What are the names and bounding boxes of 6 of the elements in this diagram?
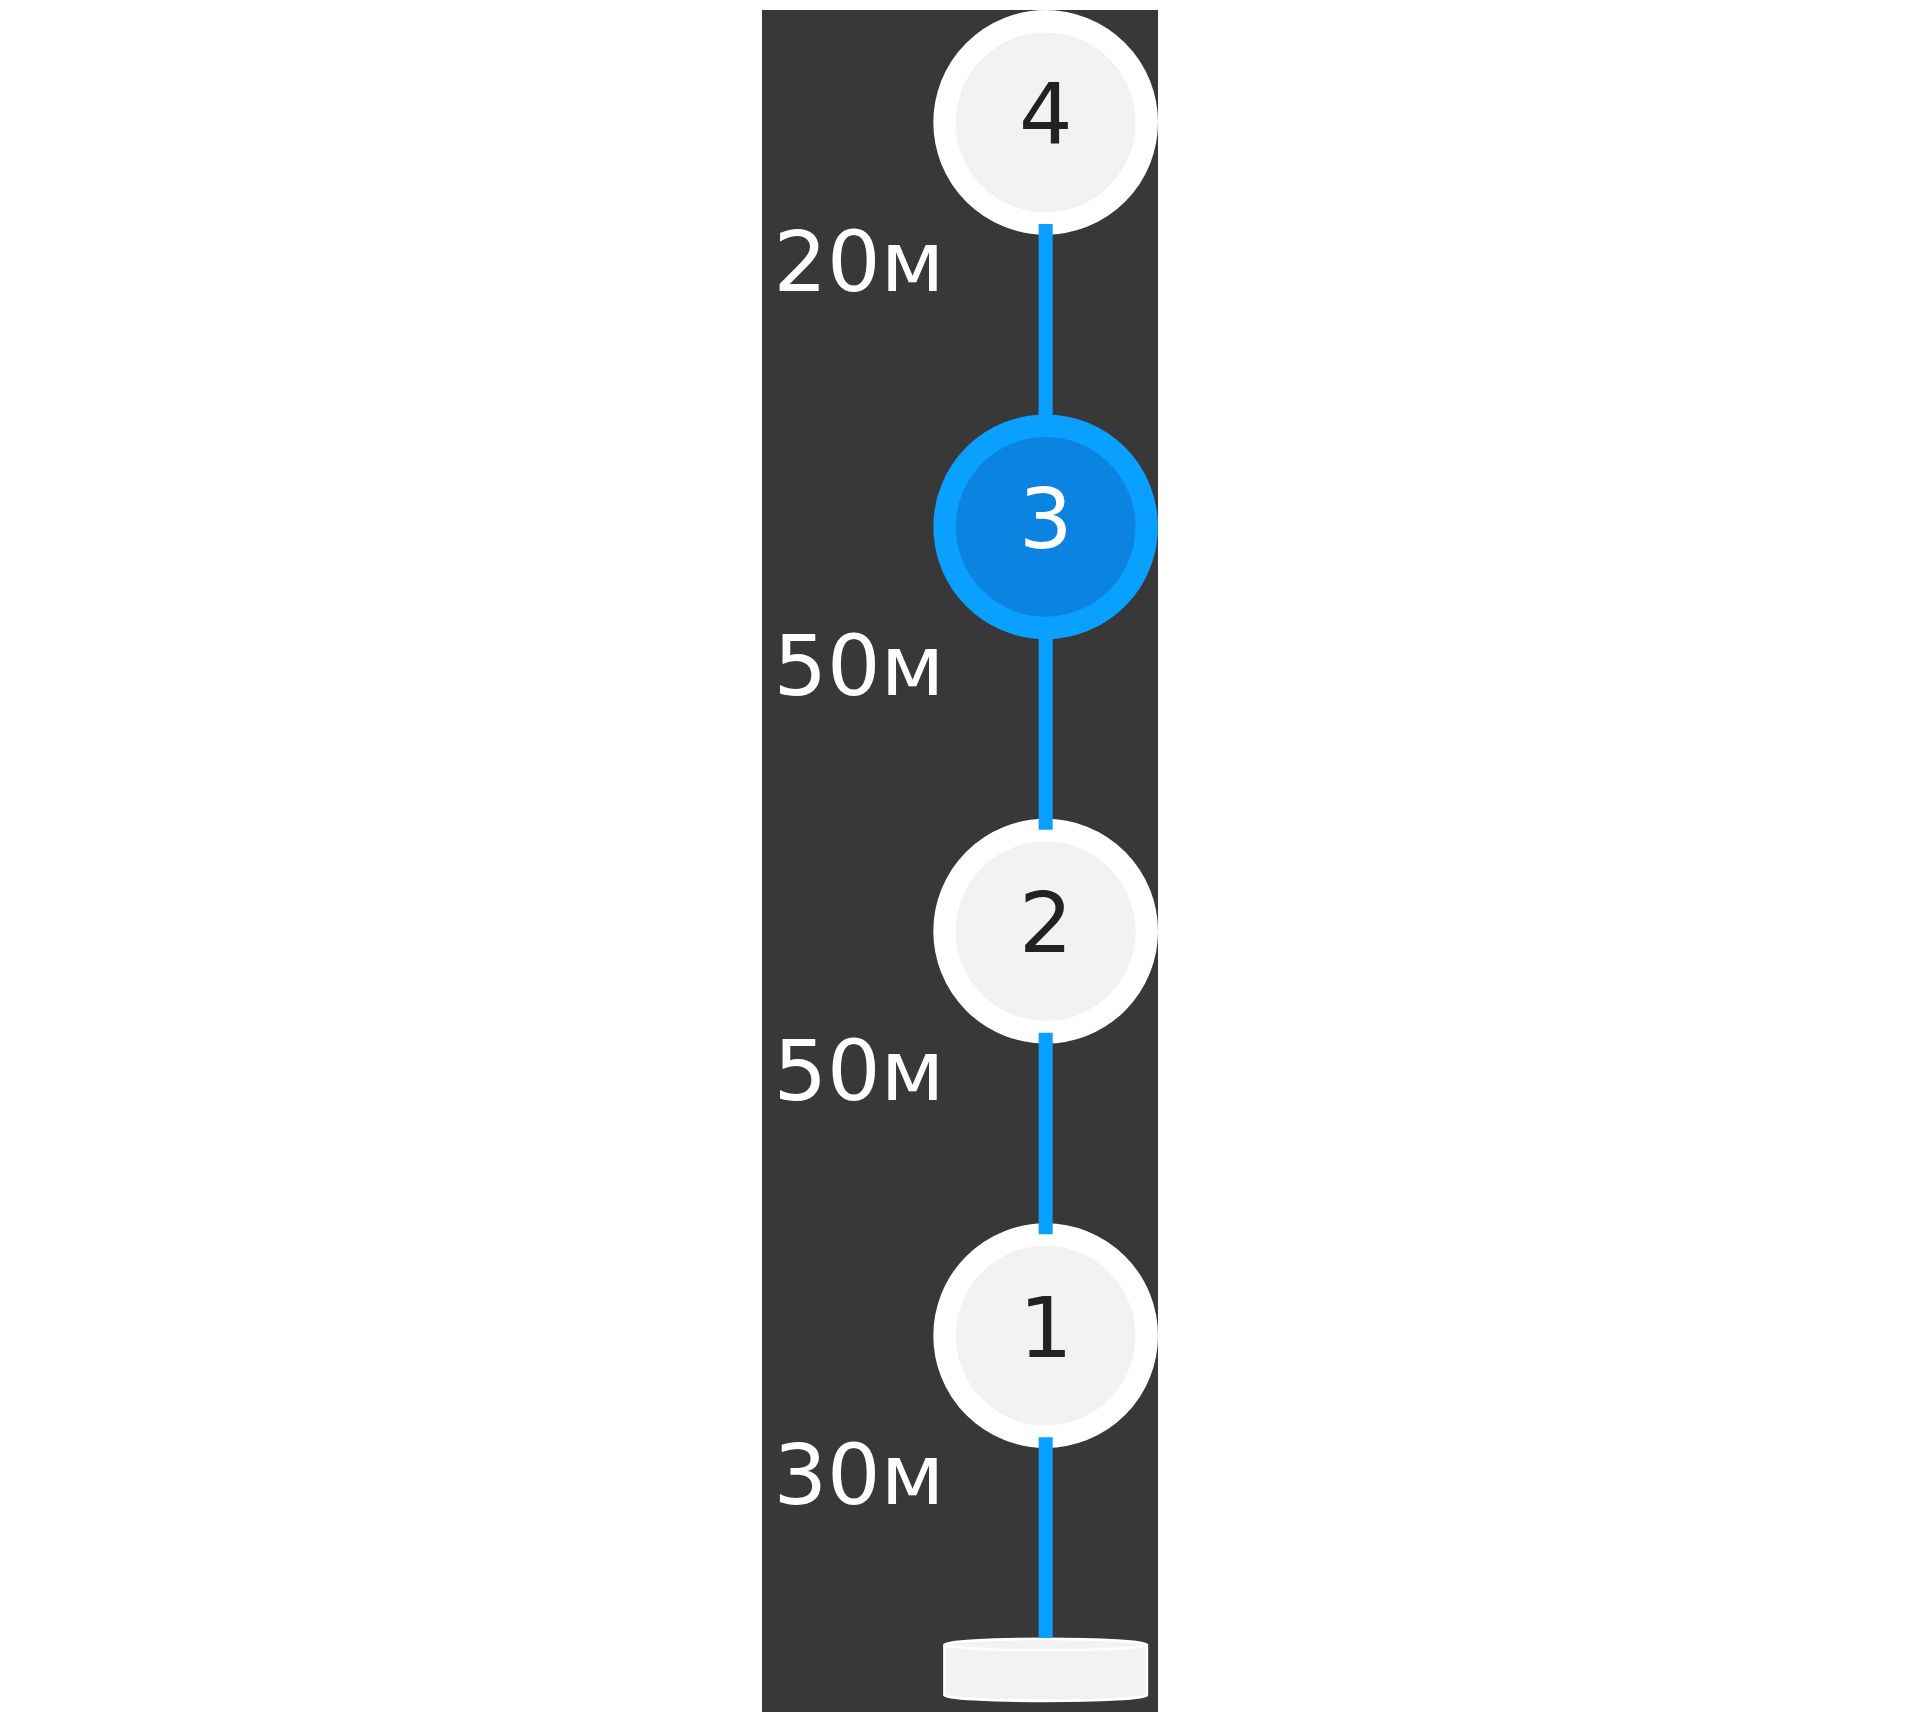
connector <box>1038 1032 1053 1235</box>
node-circle: 3 <box>933 414 1158 640</box>
node-circle: 4 <box>933 10 1158 235</box>
connector <box>1038 1437 1053 1638</box>
node-circle: 2 <box>933 818 1158 1044</box>
node-circle: 1 <box>933 1223 1158 1448</box>
